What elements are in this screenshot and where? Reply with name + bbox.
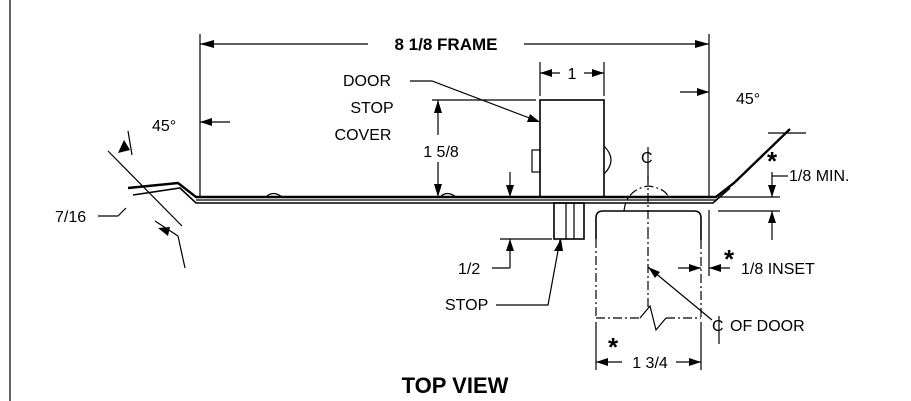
- return-length-dimension: 7/16: [55, 130, 186, 269]
- angle-right-callout: 45°: [680, 88, 760, 108]
- inset-label: 1/8 INSET: [741, 261, 815, 278]
- door-centerline-callout: C OF DOOR: [647, 266, 805, 344]
- svg-text:DOOR: DOOR: [343, 73, 391, 90]
- door-thickness-dimension: * 1 3/4: [595, 322, 702, 372]
- svg-text:C: C: [641, 150, 653, 167]
- angle-left-callout: 45°: [152, 118, 230, 135]
- frame-width-dimension: 8 1/8 FRAME: [199, 34, 710, 196]
- svg-text:STOP: STOP: [350, 100, 393, 117]
- stop-element: [553, 202, 585, 240]
- stop-depth-dimension: 1/2: [458, 172, 552, 278]
- frame-centerline: C: [641, 147, 653, 230]
- min-clearance-label: 1/8 MIN.: [789, 168, 849, 185]
- door-thickness-label: 1 3/4: [632, 355, 668, 372]
- svg-text:COVER: COVER: [335, 127, 392, 144]
- inset-dimension: * 1/8 INSET: [678, 210, 815, 278]
- frame-profile: [127, 128, 791, 204]
- angle-left-label: 45°: [152, 118, 176, 135]
- min-clearance-dimension: * 1/8 MIN.: [718, 132, 849, 240]
- svg-text:C: C: [712, 318, 724, 335]
- stop-depth-label: 1/2: [458, 261, 480, 278]
- door-centerline-label: OF DOOR: [730, 318, 805, 335]
- svg-text:*: *: [608, 332, 619, 362]
- angle-right-label: 45°: [736, 91, 760, 108]
- view-title: TOP VIEW: [402, 373, 509, 398]
- door-stop-cover: [531, 99, 612, 198]
- stop-cover-height-label: 1 5/8: [423, 144, 459, 161]
- stop-callout: STOP: [445, 239, 563, 314]
- door-stop-cover-callout: DOOR STOP COVER: [335, 73, 541, 144]
- stop-label: STOP: [445, 297, 488, 314]
- frame-width-label: 8 1/8 FRAME: [395, 35, 498, 54]
- svg-text:*: *: [767, 146, 778, 176]
- svg-text:*: *: [724, 244, 735, 274]
- return-length-label: 7/16: [55, 209, 86, 226]
- stop-cover-height-dimension: 1 5/8: [423, 99, 536, 197]
- stop-cover-width-label: 1: [568, 66, 577, 83]
- stop-cover-width-dimension: 1: [539, 62, 605, 96]
- door-profile: [595, 185, 702, 332]
